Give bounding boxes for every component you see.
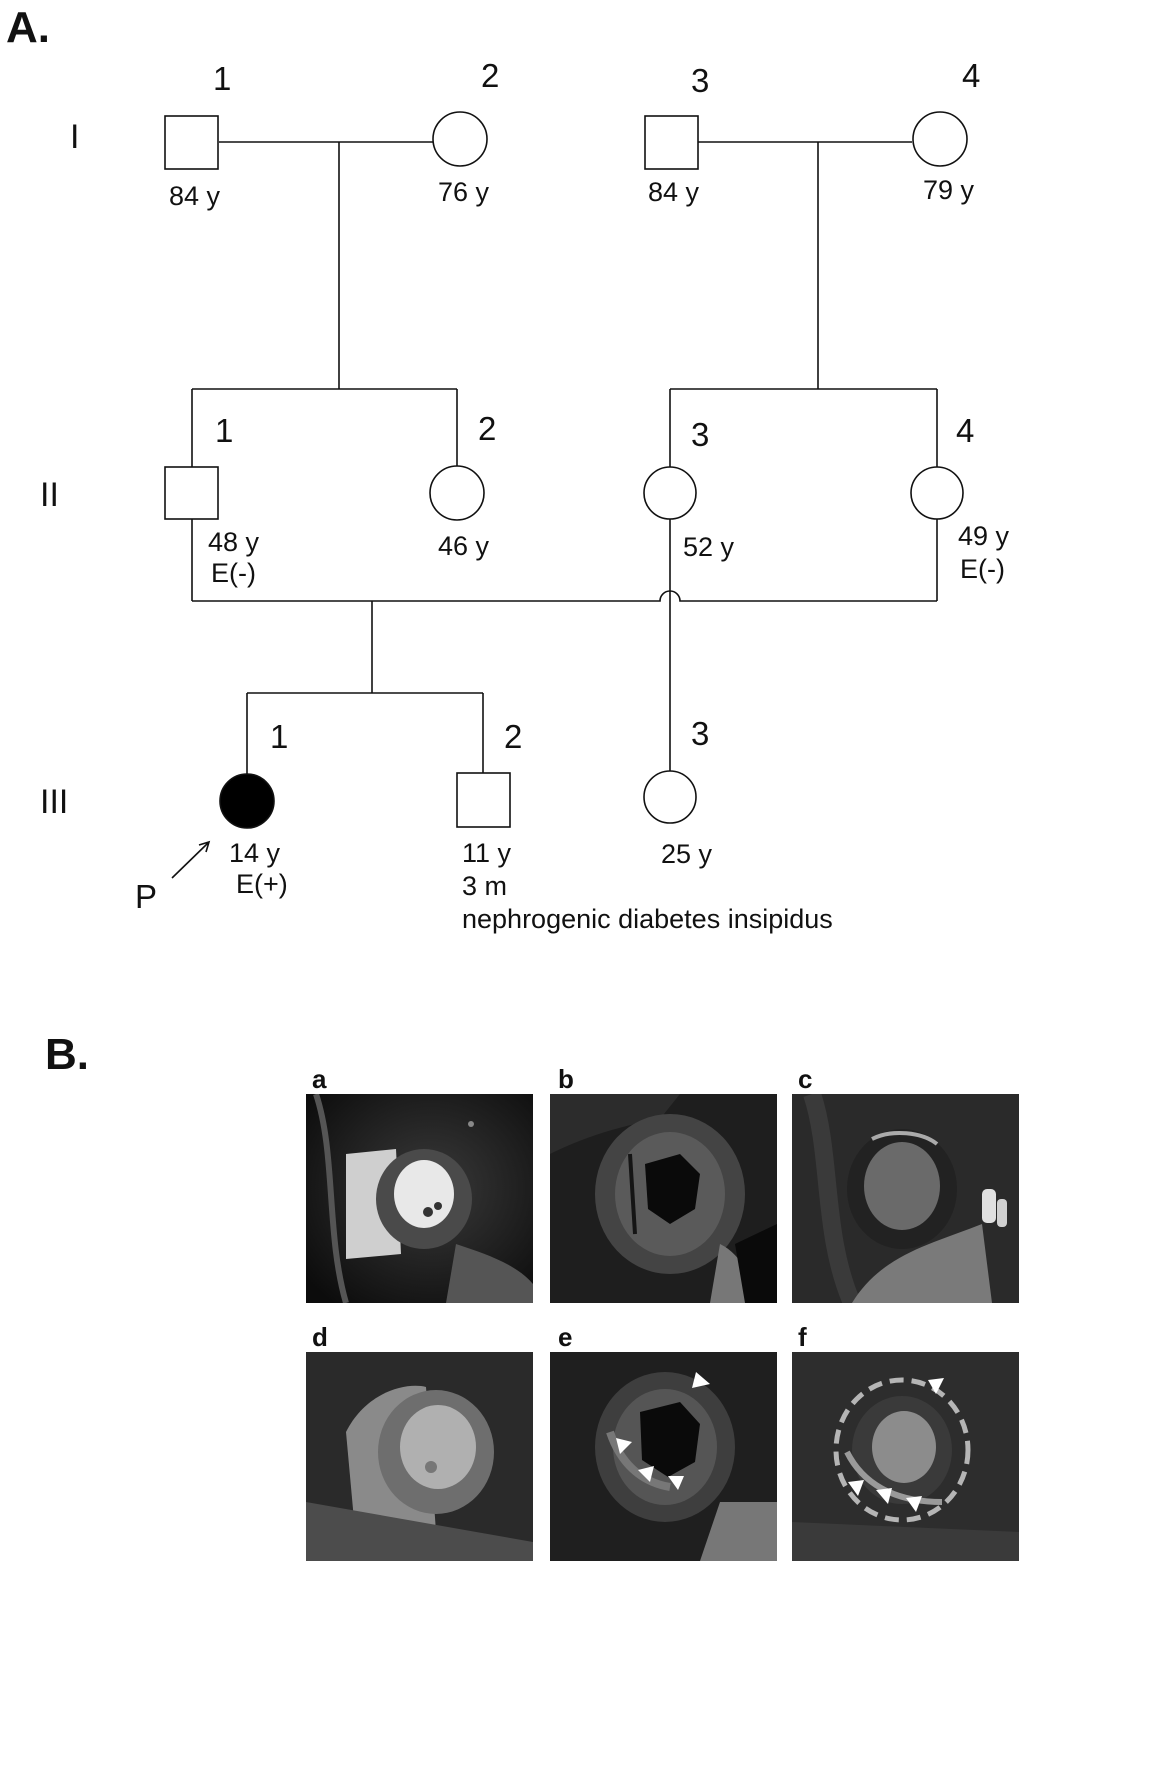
number-III-1: 1 bbox=[270, 718, 288, 755]
age-months-III-2: 3 m bbox=[462, 871, 507, 901]
age-II-4: 49 y bbox=[958, 521, 1010, 551]
number-II-4: 4 bbox=[956, 412, 974, 449]
number-I-2: 2 bbox=[481, 57, 499, 94]
individual-I-2 bbox=[432, 111, 488, 167]
age-I-3: 84 y bbox=[648, 177, 700, 207]
mri-image-b bbox=[550, 1094, 777, 1303]
age-III-3: 25 y bbox=[661, 839, 713, 869]
image-label-b: b bbox=[558, 1064, 574, 1094]
number-II-2: 2 bbox=[478, 410, 496, 447]
individual-II-3 bbox=[643, 466, 697, 520]
age-I-1: 84 y bbox=[169, 181, 221, 211]
individual-III-3 bbox=[643, 770, 697, 824]
status-II-1: E(-) bbox=[211, 558, 256, 588]
image-label-a: a bbox=[312, 1064, 327, 1094]
generation-II: II bbox=[40, 476, 59, 514]
number-I-3: 3 bbox=[691, 62, 709, 99]
number-I-1: 1 bbox=[213, 60, 231, 97]
number-III-3: 3 bbox=[691, 715, 709, 752]
generation-I: I bbox=[70, 118, 79, 156]
individual-III-2 bbox=[456, 772, 511, 828]
pedigree-chart: I II III 1 2 3 4 84 y 76 y 84 y 79 y 1 2… bbox=[40, 57, 1010, 934]
individual-III-1-affected bbox=[219, 773, 275, 829]
proband-marker: P bbox=[135, 878, 157, 915]
age-II-3: 52 y bbox=[683, 532, 735, 562]
individual-I-4 bbox=[912, 111, 968, 167]
mri-image-a bbox=[306, 1094, 533, 1303]
arrowheads-f bbox=[848, 1378, 944, 1512]
mri-image-d bbox=[306, 1352, 533, 1561]
age-III-2: 11 y bbox=[462, 838, 512, 868]
image-label-e: e bbox=[558, 1322, 573, 1352]
individual-II-1 bbox=[164, 466, 219, 520]
mri-image-c bbox=[792, 1094, 1019, 1303]
status-III-1: E(+) bbox=[236, 869, 288, 899]
individual-I-1 bbox=[164, 115, 219, 170]
note-III-2: nephrogenic diabetes insipidus bbox=[462, 904, 833, 934]
age-I-4: 79 y bbox=[923, 175, 975, 205]
panel-a-label: A. bbox=[6, 3, 50, 52]
number-III-2: 2 bbox=[504, 718, 522, 755]
mri-image-e bbox=[550, 1352, 777, 1561]
image-label-f: f bbox=[798, 1322, 807, 1352]
number-I-4: 4 bbox=[962, 57, 980, 94]
individual-II-4 bbox=[910, 466, 964, 520]
panel-b-label: B. bbox=[45, 1030, 89, 1079]
mri-image-f bbox=[792, 1352, 1019, 1561]
age-II-2: 46 y bbox=[438, 531, 490, 561]
arrowheads-e bbox=[616, 1372, 710, 1490]
image-label-c: c bbox=[798, 1064, 813, 1094]
age-II-1: 48 y bbox=[208, 527, 260, 557]
individual-I-3 bbox=[644, 115, 699, 170]
generation-III: III bbox=[40, 783, 68, 821]
age-I-2: 76 y bbox=[438, 177, 490, 207]
number-II-1: 1 bbox=[215, 412, 233, 449]
image-label-d: d bbox=[312, 1322, 328, 1352]
age-III-1: 14 y bbox=[229, 838, 281, 868]
status-II-4: E(-) bbox=[960, 554, 1005, 584]
number-II-3: 3 bbox=[691, 416, 709, 453]
individual-II-2 bbox=[429, 465, 485, 521]
